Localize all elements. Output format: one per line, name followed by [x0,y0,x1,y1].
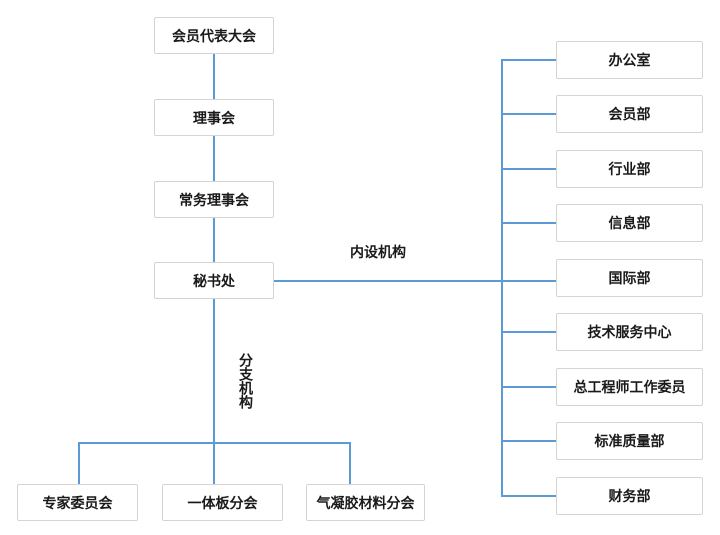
connector-stub-chief-engineer [501,386,556,388]
node-tech-service-center: 技术服务中心 [556,313,703,351]
node-membership-dept: 会员部 [556,95,703,133]
node-council: 理事会 [154,99,274,136]
connector-branches-crossbar [78,442,350,444]
node-information-dept: 信息部 [556,204,703,242]
node-integrated-panel-branch: 一体板分会 [162,484,283,521]
connector-internal-trunk [501,59,503,497]
connector-stub-aerogel-branch [349,442,351,484]
node-member-congress: 会员代表大会 [154,17,274,54]
connector-stub-finance [501,495,556,497]
node-expert-committee: 专家委员会 [17,484,138,521]
node-industry-dept: 行业部 [556,150,703,188]
connector-secretariat-branches [213,299,215,484]
connector-stub-office [501,59,556,61]
connector-stub-membership [501,113,556,115]
label-internal-orgs: 内设机构 [350,244,406,260]
node-secretariat: 秘书处 [154,262,274,299]
node-international-dept: 国际部 [556,259,703,297]
connector-secretariat-internal [274,280,556,282]
node-standing-council: 常务理事会 [154,181,274,218]
connector-standing-secretariat [213,218,215,262]
connector-stub-industry [501,168,556,170]
node-office: 办公室 [556,41,703,79]
connector-stub-tech-service [501,331,556,333]
connector-council-standing [213,136,215,181]
node-chief-engineer-committee: 总工程师工作委员 [556,368,703,406]
node-aerogel-materials-branch: 气凝胶材料分会 [306,484,425,521]
connector-stub-information [501,222,556,224]
connector-stub-expert-committee [78,442,80,484]
node-standards-quality-dept: 标准质量部 [556,422,703,460]
connector-stub-standards [501,440,556,442]
node-finance-dept: 财务部 [556,477,703,515]
connector-congress-council [213,54,215,99]
label-branch-orgs: 分支机构 [238,353,254,409]
